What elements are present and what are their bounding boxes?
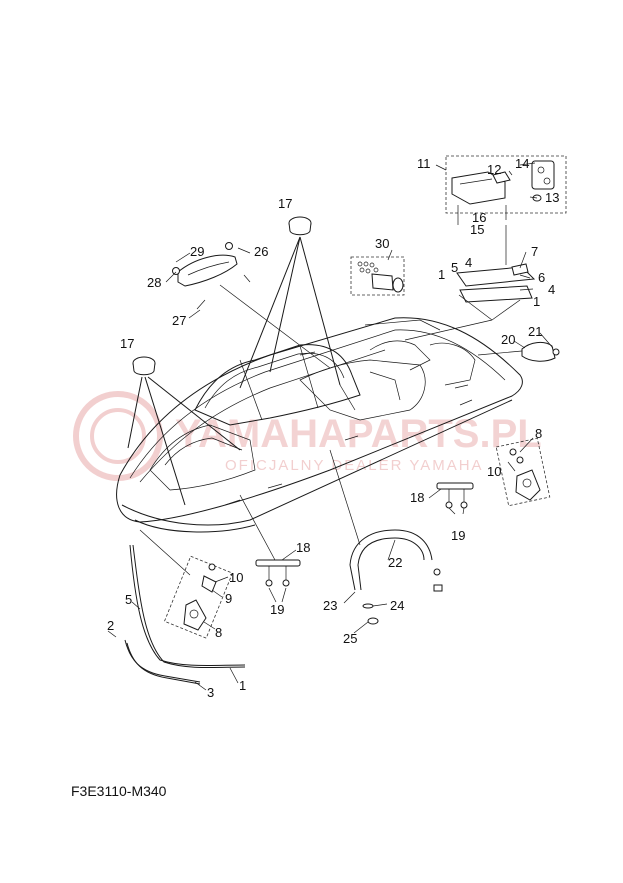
callout-9: 9 <box>225 591 232 606</box>
callout-4b: 4 <box>548 282 555 297</box>
watermark-tagline: OFICJALNY DEALER YAMAHA <box>225 457 484 474</box>
callout-21: 21 <box>528 324 542 339</box>
part-11-assembly <box>445 155 567 265</box>
callout-18a: 18 <box>410 490 424 505</box>
callout-23: 23 <box>323 598 337 613</box>
callout-13: 13 <box>545 190 559 205</box>
callout-30: 30 <box>375 236 389 251</box>
callout-5a: 5 <box>451 260 458 275</box>
callout-22: 22 <box>388 555 402 570</box>
callout-29: 29 <box>190 244 204 259</box>
seat-rails <box>404 263 536 341</box>
grab-handle <box>172 242 331 369</box>
callout-25: 25 <box>343 631 357 646</box>
callout-10b: 10 <box>229 570 243 585</box>
callout-20: 20 <box>501 332 515 347</box>
cup-holders <box>127 216 341 506</box>
callout-1b: 1 <box>533 294 540 309</box>
callout-19a: 19 <box>451 528 465 543</box>
callout-11: 11 <box>417 156 431 171</box>
callout-1c: 1 <box>239 678 246 693</box>
callout-28: 28 <box>147 275 161 290</box>
callout-1a: 1 <box>438 267 445 282</box>
rub-rails <box>107 544 246 685</box>
callout-3: 3 <box>207 685 214 700</box>
callout-24: 24 <box>390 598 404 613</box>
callout-10a: 10 <box>487 464 501 479</box>
part-30-kit <box>350 256 405 296</box>
callout-14: 14 <box>515 156 529 171</box>
leader-lines <box>165 162 554 691</box>
part-20-21 <box>477 341 560 362</box>
callout-8b: 8 <box>215 625 222 640</box>
callout-8a: 8 <box>535 426 542 441</box>
callout-26: 26 <box>254 244 268 259</box>
callout-4a: 4 <box>465 255 472 270</box>
bow-rail <box>329 449 443 625</box>
callout-19b: 19 <box>270 602 284 617</box>
watermark-brand: YAMAHAPARTS.PL <box>175 412 542 456</box>
callout-27: 27 <box>172 313 186 328</box>
callout-12: 12 <box>487 162 501 177</box>
callout-7: 7 <box>531 244 538 259</box>
callout-6: 6 <box>538 270 545 285</box>
left-cleat-eye <box>139 494 301 639</box>
callout-labels: 11 12 14 13 16 15 7 1 5 4 6 4 1 30 17 29… <box>107 156 559 700</box>
callout-16: 16 <box>472 210 486 225</box>
callout-17b: 17 <box>120 336 134 351</box>
callout-17a: 17 <box>278 196 292 211</box>
hull-drawing <box>116 317 523 533</box>
diagram-code: F3E3110-M340 <box>71 783 167 799</box>
callout-2: 2 <box>107 618 114 633</box>
watermark-logo-icon <box>73 391 163 481</box>
callout-18b: 18 <box>296 540 310 555</box>
callout-15: 15 <box>470 222 484 237</box>
callout-5b: 5 <box>125 592 132 607</box>
watermark: YAMAHAPARTS.PL OFICJALNY DEALER YAMAHA <box>73 391 542 481</box>
